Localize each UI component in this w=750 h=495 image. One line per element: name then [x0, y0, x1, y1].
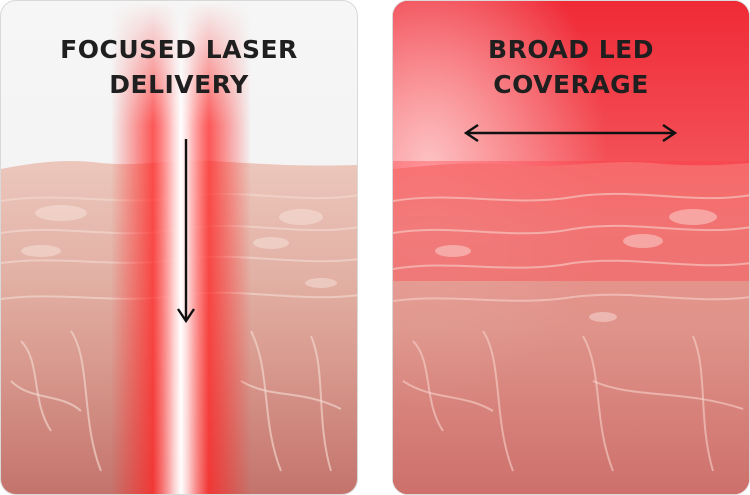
laser-skin-illustration: [1, 1, 357, 494]
skin-texture: [393, 192, 749, 472]
skin-cells: [21, 205, 337, 288]
led-panel: BROAD LED COVERAGE: [392, 0, 750, 495]
laser-panel: FOCUSED LASER DELIVERY: [0, 0, 358, 495]
skin-cells: [435, 209, 717, 322]
laser-beam: [111, 1, 251, 494]
led-skin-illustration: [393, 1, 749, 494]
down-arrow-icon: [177, 139, 195, 324]
horizontal-arrow-icon: [463, 124, 678, 142]
panel-title: FOCUSED LASER DELIVERY: [60, 35, 298, 99]
panel-title: BROAD LED COVERAGE: [488, 35, 654, 99]
skin-layers: [393, 162, 749, 494]
